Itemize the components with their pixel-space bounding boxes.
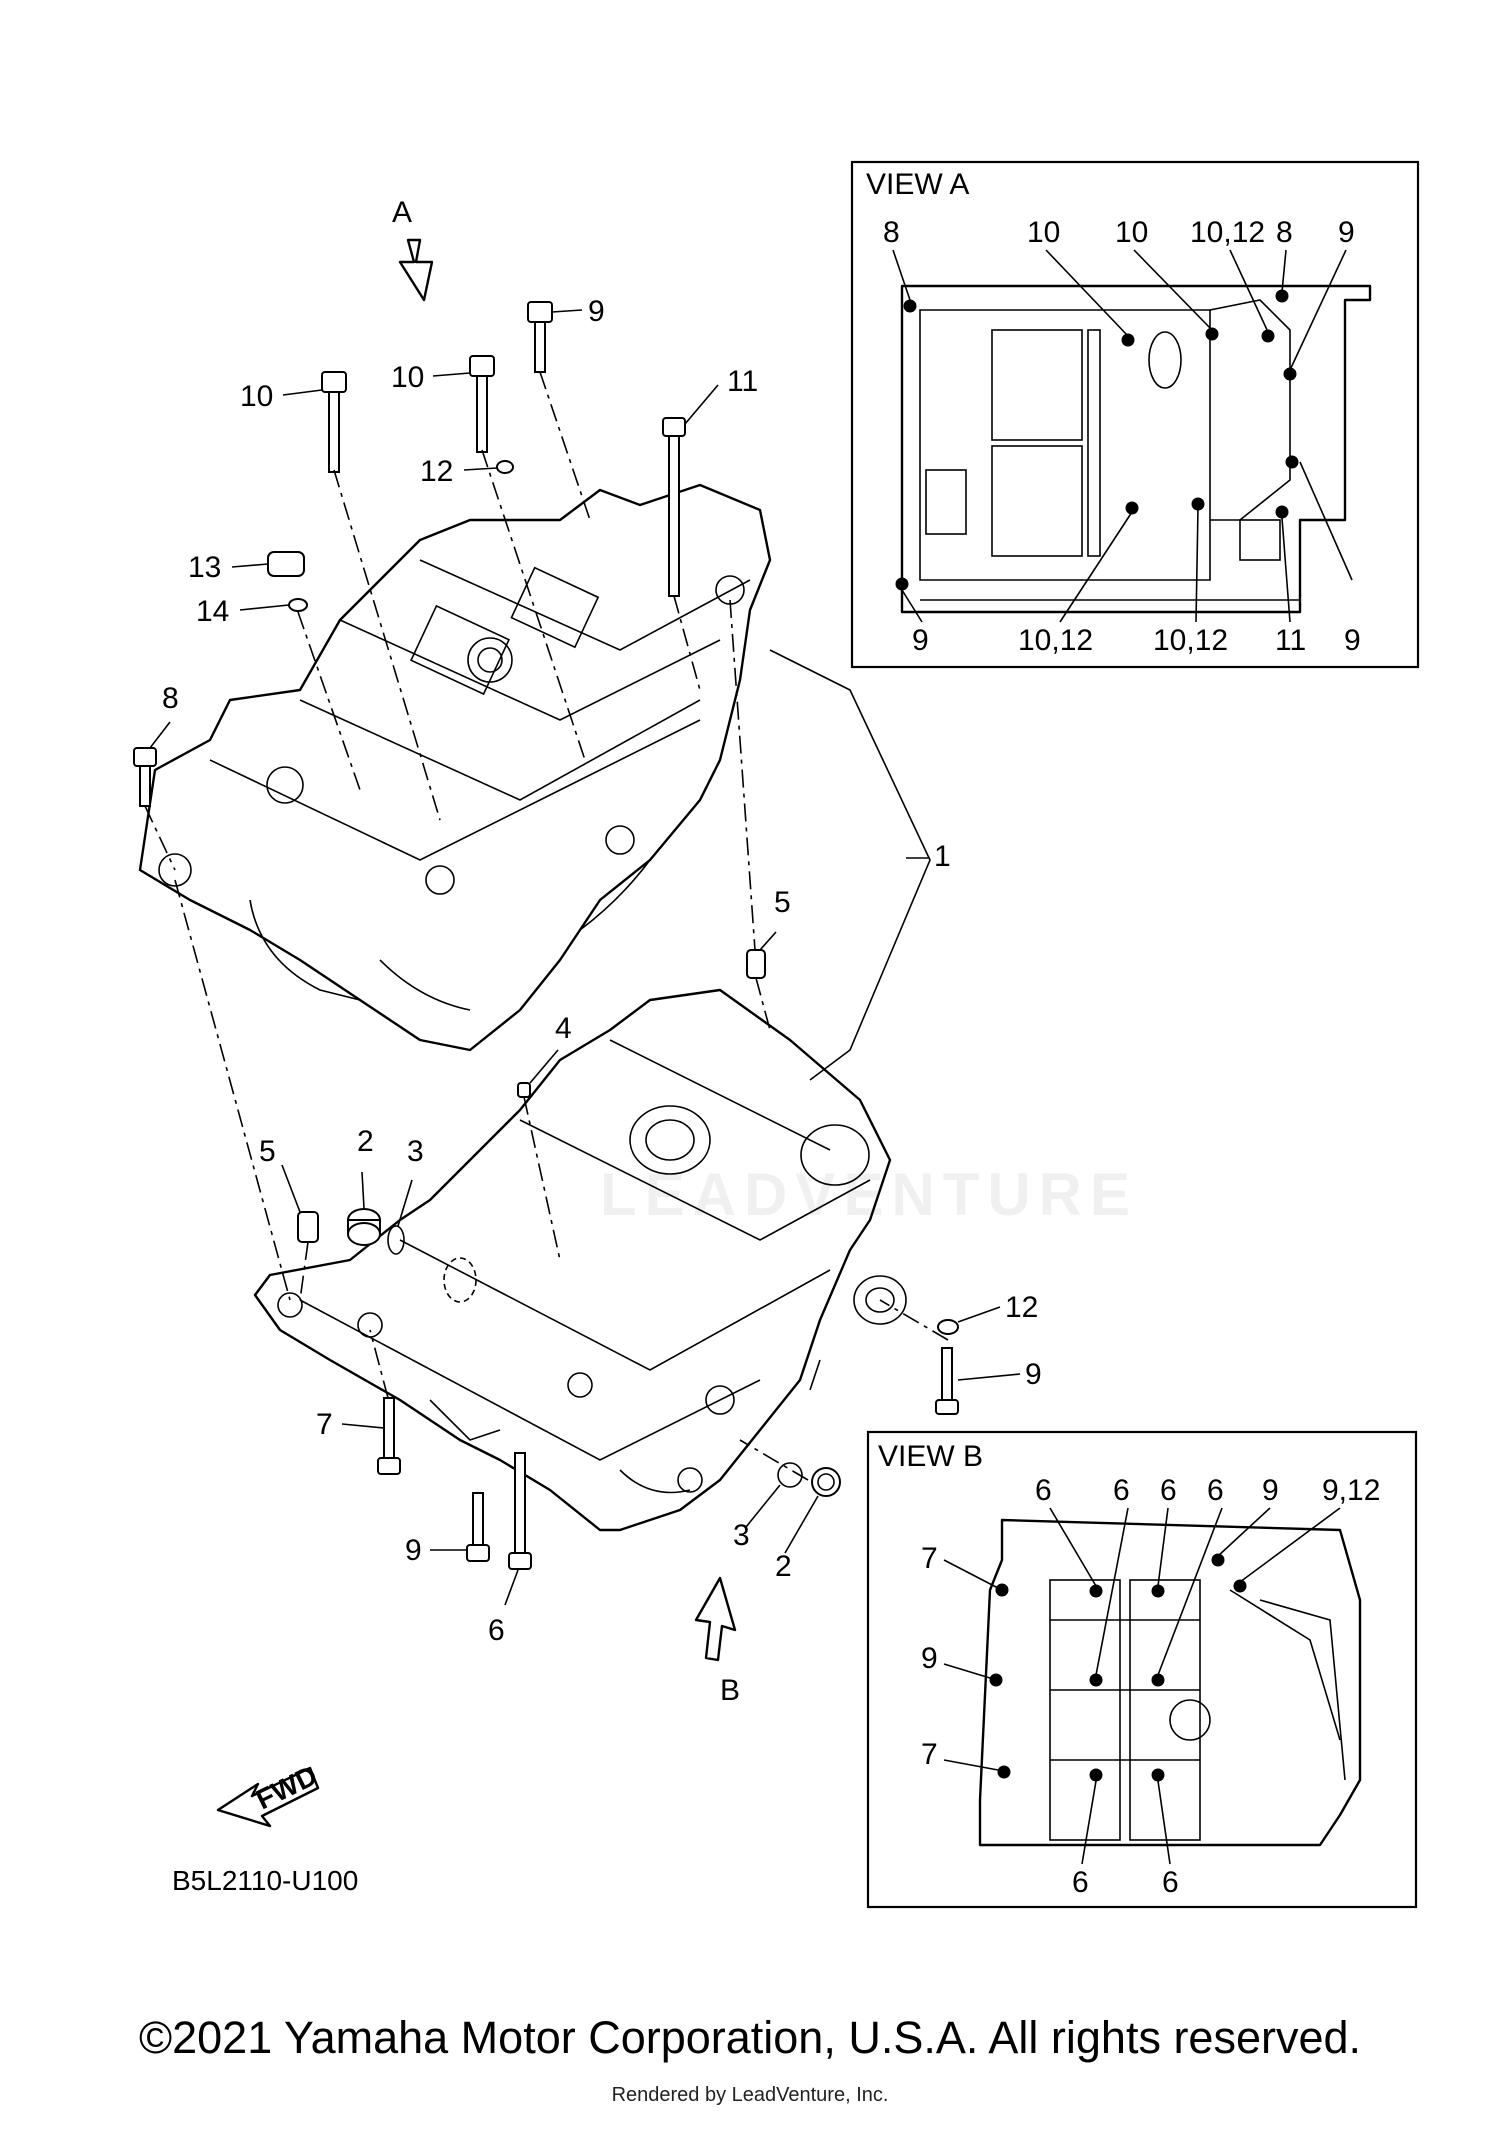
plug-2-right [811, 1467, 841, 1497]
callout-9-right: 9 [1025, 1358, 1042, 1391]
watermark: LEADVENTURE [600, 1161, 1139, 1228]
view-b-top-label-5: 9 [1262, 1474, 1279, 1507]
callout-12-right: 12 [1005, 1291, 1038, 1324]
callout-8: 8 [162, 682, 179, 715]
view-a-inset: VIEW A 8 10 10 10,12 8 9 9 [850, 160, 1420, 669]
copyright-text: ©2021 Yamaha Motor Corporation, U.S.A. A… [138, 2012, 1362, 2063]
bolt-7 [377, 1397, 401, 1475]
upper-crankcase [138, 483, 772, 1052]
fwd-label: FWD [251, 1760, 322, 1816]
view-b-arrow: B [694, 1576, 740, 1707]
callout-2-left: 2 [357, 1125, 374, 1158]
view-a-top-label-5: 8 [1276, 216, 1293, 249]
ring-14 [288, 598, 308, 612]
view-b-inset: VIEW B 6 6 6 6 9 9,12 7 9 7 [866, 1430, 1418, 1909]
plug-2-left [347, 1208, 381, 1246]
leader-lines [149, 309, 1021, 1606]
bolt-10-left [321, 371, 347, 473]
view-a-bottom-label-5: 9 [1344, 624, 1361, 657]
callout-3-left: 3 [407, 1135, 424, 1168]
rendered-by-text: Rendered by LeadVenture, Inc. [611, 2084, 889, 2106]
callout-6: 6 [488, 1614, 505, 1647]
view-a-top-label-1: 8 [883, 216, 900, 249]
view-a-top-label-6: 9 [1338, 216, 1355, 249]
view-a-bottom-label-3: 10,12 [1153, 624, 1228, 657]
callout-10-middle: 10 [391, 361, 424, 394]
callout-1: 1 [934, 840, 951, 873]
view-a-top-label-2: 10 [1027, 216, 1060, 249]
callout-7: 7 [316, 1408, 333, 1441]
view-b-top-label-1: 6 [1035, 1474, 1052, 1507]
bolt-6 [508, 1452, 532, 1570]
callout-13: 13 [188, 551, 221, 584]
view-b-left-label-3: 7 [921, 1738, 938, 1771]
callout-10-left: 10 [240, 380, 273, 413]
view-a-title: VIEW A [866, 168, 969, 201]
callout-3-right: 3 [733, 1519, 750, 1552]
view-b-top-label-6: 9,12 [1322, 1474, 1380, 1507]
callout-4: 4 [555, 1012, 572, 1045]
view-b-bottom-label-2: 6 [1162, 1866, 1179, 1899]
callout-5-left: 5 [259, 1135, 276, 1168]
view-a-bottom-label-1: 9 [912, 624, 929, 657]
diagram-code: B5L2110-U100 [172, 1865, 358, 1896]
oring-3-left [387, 1225, 405, 1255]
bolt-9-right [935, 1347, 959, 1415]
lower-crankcase [253, 988, 907, 1532]
view-a-marker: A [392, 196, 412, 229]
callout-9-top: 9 [588, 295, 605, 328]
view-b-left-label-1: 7 [921, 1542, 938, 1575]
view-a-top-label-3: 10 [1115, 216, 1148, 249]
oring-3-right [777, 1462, 803, 1488]
fwd-arrow: FWD [216, 1760, 322, 1828]
view-b-left-label-2: 9 [921, 1642, 938, 1675]
view-a-top-label-4: 10,12 [1190, 216, 1265, 249]
washer-12-top [496, 460, 514, 474]
view-a-bottom-label-2: 10,12 [1018, 624, 1093, 657]
view-a-bottom-label-4: 11 [1275, 624, 1306, 657]
plug-13 [267, 551, 305, 577]
bolt-8 [133, 747, 157, 807]
dowel-5-left [297, 1211, 319, 1243]
bolt-11 [662, 417, 686, 597]
assembly-lines [144, 371, 949, 1481]
callout-9-bottom: 9 [405, 1534, 422, 1567]
pin-4 [517, 1082, 531, 1098]
washer-12-right [937, 1319, 959, 1335]
callout-12-top: 12 [420, 455, 453, 488]
bolt-10-middle [469, 355, 495, 453]
callout-11: 11 [727, 365, 758, 398]
view-b-bottom-label-1: 6 [1072, 1866, 1089, 1899]
bolt-9-top [527, 301, 553, 373]
view-b-marker: B [720, 1674, 740, 1707]
view-b-top-label-4: 6 [1207, 1474, 1224, 1507]
bolt-9-bottom [466, 1492, 490, 1562]
view-a-arrow: A [392, 196, 434, 302]
main-callouts: 9 10 10 12 11 13 14 8 1 5 4 2 3 5 12 9 7… [162, 295, 1042, 1647]
dowel-5-right [746, 949, 766, 979]
view-b-top-label-3: 6 [1160, 1474, 1177, 1507]
view-b-top-label-2: 6 [1113, 1474, 1130, 1507]
callout-5-right: 5 [774, 886, 791, 919]
callout-2-right: 2 [775, 1550, 792, 1583]
callout-14: 14 [196, 595, 229, 628]
view-b-title: VIEW B [878, 1440, 983, 1473]
